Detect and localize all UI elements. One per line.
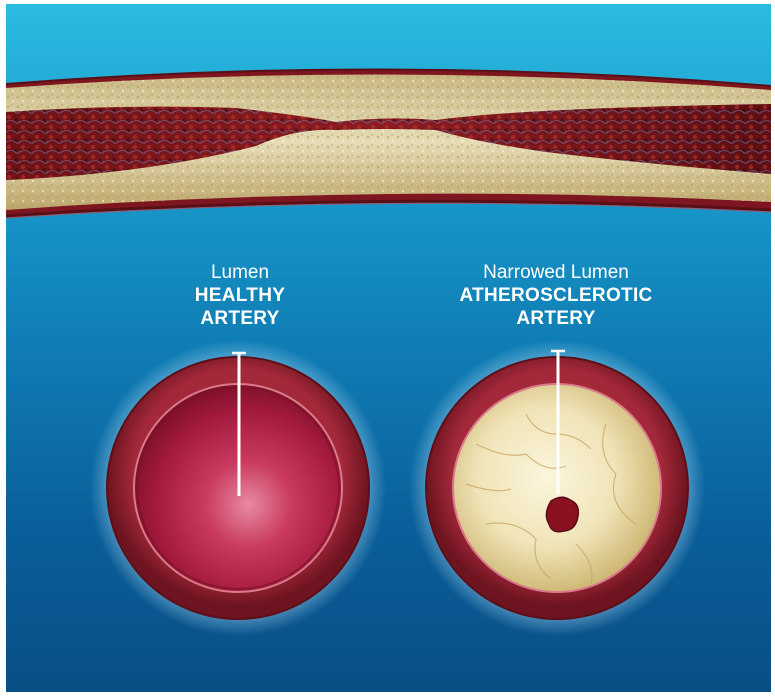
- athero-title-line2: ARTERY: [411, 307, 701, 330]
- healthy-artery-label: Lumen HEALTHY ARTERY: [140, 262, 340, 330]
- longitudinal-artery-section: [6, 69, 771, 218]
- illustration-canvas: Lumen HEALTHY ARTERY Narrowed Lumen ATHE…: [6, 4, 771, 692]
- healthy-title-line2: ARTERY: [140, 307, 340, 330]
- narrowed-lumen-label: Narrowed Lumen: [411, 262, 701, 284]
- lumen-label: Lumen: [140, 262, 340, 284]
- narrowed-lumen: [546, 497, 578, 531]
- artery-illustration: [6, 4, 771, 692]
- athero-title-line1: ATHEROSCLEROTIC: [411, 284, 701, 307]
- healthy-title-line1: HEALTHY: [140, 284, 340, 307]
- atherosclerotic-artery-label: Narrowed Lumen ATHEROSCLEROTIC ARTERY: [411, 262, 701, 330]
